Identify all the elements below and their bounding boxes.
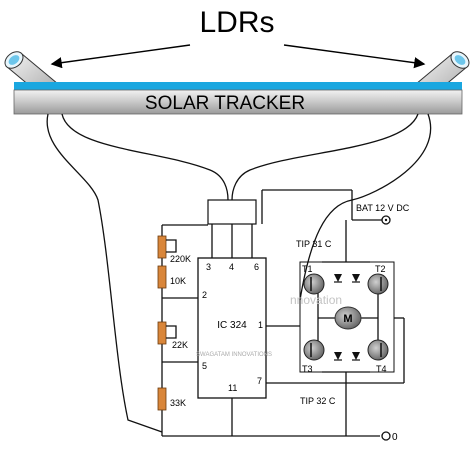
svg-text:M: M: [343, 313, 352, 325]
watermark-innovation: nnovation: [290, 293, 342, 307]
svg-text:T3: T3: [302, 364, 313, 374]
svg-text:0: 0: [392, 432, 398, 443]
svg-text:5: 5: [202, 361, 207, 371]
resistor-10k: 10K: [157, 265, 186, 289]
svg-text:IC 324: IC 324: [217, 320, 247, 331]
h-bridge: M T1 T2 T3 T4: [299, 261, 405, 384]
title-arrows: [50, 44, 426, 69]
transistor-t1: T1: [302, 264, 325, 295]
label-tip32c: TIP 32 C: [300, 396, 336, 406]
svg-text:T1: T1: [302, 264, 313, 274]
svg-text:220K: 220K: [170, 254, 191, 264]
transistor-t2: T2: [367, 264, 389, 295]
svg-text:22K: 22K: [172, 340, 188, 350]
motor: M: [334, 306, 362, 330]
svg-text:2: 2: [202, 290, 207, 300]
svg-text:11: 11: [228, 383, 237, 393]
ic-324: IC 324 3 4 6 2 1 5 11 7: [197, 224, 267, 399]
svg-text:T2: T2: [375, 264, 386, 274]
resistor-22k: 22K: [157, 321, 188, 350]
watermark-swagatam: SWAGATAM INNOVATIONS: [196, 352, 272, 358]
diode-right: [352, 274, 360, 361]
svg-text:4: 4: [229, 262, 234, 272]
resistor-33k: 33K: [157, 387, 186, 411]
ground-terminal: 0: [162, 431, 398, 443]
svg-text:7: 7: [257, 376, 262, 386]
svg-text:3: 3: [206, 262, 211, 272]
battery-terminal: BAT 12 V DC: [352, 203, 410, 225]
svg-text:T4: T4: [376, 364, 387, 374]
transistor-t4: T4: [367, 339, 389, 374]
transistor-t3: T3: [302, 339, 325, 374]
ldr-junction-box: [207, 199, 257, 225]
resistor-220k: 220K: [157, 235, 191, 264]
svg-text:1: 1: [258, 320, 263, 330]
title-ldrs: LDRs: [199, 6, 274, 39]
label-tip31c: TIP 31 C: [296, 239, 332, 249]
solar-panel: SOLAR TRACKER: [13, 82, 463, 115]
panel-label: SOLAR TRACKER: [145, 93, 305, 114]
svg-text:BAT 12 V DC: BAT 12 V DC: [356, 203, 410, 213]
svg-text:6: 6: [254, 262, 259, 272]
svg-text:10K: 10K: [170, 276, 186, 286]
svg-text:33K: 33K: [170, 398, 186, 408]
diode-left: [334, 274, 342, 361]
